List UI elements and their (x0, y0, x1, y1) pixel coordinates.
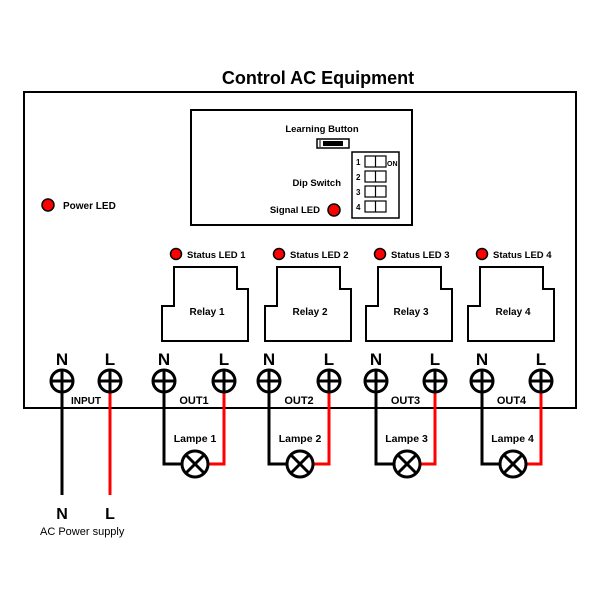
dip-number: 3 (356, 188, 361, 197)
neutral-wire (374, 381, 394, 466)
input-l-terminal[interactable] (97, 368, 123, 394)
out4-n-terminal[interactable] (469, 368, 495, 394)
out-n-label: N (263, 350, 275, 369)
dip-switch-2[interactable]: 2 (356, 170, 387, 183)
supply-n-label: N (56, 506, 68, 523)
out-l-label: L (536, 350, 546, 369)
relay-body (161, 266, 249, 342)
out3-n-terminal[interactable] (363, 368, 389, 394)
lamp-icon (180, 449, 210, 479)
lamp-label: Lampe 4 (491, 433, 534, 445)
relay-label: Relay 3 (393, 307, 428, 318)
dip-switch-frame (351, 151, 400, 219)
out4-l-terminal[interactable] (528, 368, 554, 394)
lamp-label: Lampe 2 (279, 433, 322, 445)
control-panel: Learning Button Dip Switch Signal LED ON… (190, 109, 413, 226)
neutral-wire (267, 381, 287, 466)
out-n-label: N (476, 350, 488, 369)
output-label: OUT3 (391, 395, 420, 407)
supply-l-label: L (105, 506, 115, 523)
status-led-icon (272, 247, 286, 261)
lamp-icon (498, 449, 528, 479)
relay-2: Status LED 2 Relay 2 (264, 247, 352, 342)
out-l-label: L (430, 350, 440, 369)
status-led-icon (373, 247, 387, 261)
dip-switch-4[interactable]: 4 (356, 200, 387, 213)
diagram-title: Control AC Equipment (222, 68, 414, 88)
relay-body (365, 266, 453, 342)
status-led-label: Status LED 1 (187, 250, 246, 261)
power-led-label: Power LED (63, 201, 116, 212)
out-n-label: N (158, 350, 170, 369)
live-wire (313, 381, 331, 466)
lamp-icon (392, 449, 422, 479)
dip-number: 4 (356, 203, 361, 212)
dip-on-label: ON (387, 161, 398, 168)
out2-n-terminal[interactable] (256, 368, 282, 394)
status-led-icon (475, 247, 489, 261)
dip-number: 1 (356, 158, 361, 167)
input-l-label: L (105, 350, 115, 369)
output-label: OUT4 (497, 395, 527, 407)
signal-led-icon (327, 203, 341, 217)
input-n-terminal[interactable] (49, 368, 75, 394)
relay-label: Relay 4 (495, 307, 530, 318)
dip-switch-3[interactable]: 3 (356, 185, 387, 198)
supply-label: AC Power supply (40, 526, 125, 538)
relay-body (467, 266, 555, 342)
output-label: OUT2 (284, 395, 313, 407)
live-wire (208, 381, 226, 466)
out3-l-terminal[interactable] (422, 368, 448, 394)
out1-l-terminal[interactable] (211, 368, 237, 394)
out-l-label: L (324, 350, 334, 369)
control-panel-box (190, 109, 413, 226)
live-wire (420, 381, 437, 466)
status-led-label: Status LED 3 (391, 250, 450, 261)
status-led-label: Status LED 4 (493, 250, 552, 261)
relay-1: Status LED 1 Relay 1 (161, 247, 249, 342)
lamp-label: Lampe 3 (385, 433, 428, 445)
out-n-label: N (370, 350, 382, 369)
dip-number: 2 (356, 173, 361, 182)
relay-label: Relay 1 (189, 307, 224, 318)
signal-led-label: Signal LED (270, 205, 320, 216)
neutral-wire (162, 381, 182, 466)
out1-n-terminal[interactable] (151, 368, 177, 394)
input-n-label: N (56, 350, 68, 369)
live-wire (526, 381, 543, 466)
learning-button-label: Learning Button (285, 124, 359, 135)
input-label: INPUT (71, 396, 101, 407)
out-l-label: L (219, 350, 229, 369)
dip-switch-1[interactable]: 1 (356, 155, 387, 168)
learning-button[interactable] (316, 138, 350, 149)
lamp-label: Lampe 1 (174, 433, 217, 445)
lamp-icon (285, 449, 315, 479)
input-terminal-block: N L INPUT (49, 350, 123, 495)
relay-3: Status LED 3 Relay 3 (365, 247, 453, 342)
out2-l-terminal[interactable] (316, 368, 342, 394)
relay-4: Status LED 4 Relay 4 (467, 247, 555, 342)
power-led-icon (41, 198, 55, 212)
neutral-wire (480, 381, 500, 466)
relay-label: Relay 2 (292, 307, 327, 318)
status-led-label: Status LED 2 (290, 250, 349, 261)
dip-switch-label: Dip Switch (292, 178, 341, 189)
output-label: OUT1 (179, 395, 208, 407)
device-enclosure (23, 91, 577, 409)
dip-switch[interactable]: ON 1 2 3 4 (351, 151, 400, 219)
status-led-icon (169, 247, 183, 261)
relay-body (264, 266, 352, 342)
